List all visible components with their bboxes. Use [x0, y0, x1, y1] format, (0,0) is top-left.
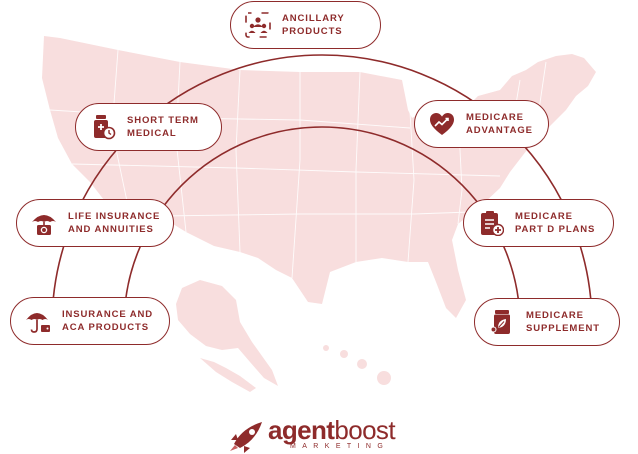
- heart-chart-icon: [429, 111, 455, 137]
- umbrella-money-icon: [31, 210, 57, 236]
- product-medicare-part-d[interactable]: MEDICARE PART D PLANS: [463, 199, 614, 247]
- logo-subtitle: MARKETING: [290, 443, 390, 450]
- product-medicare-advantage-line1: MEDICARE: [466, 111, 524, 123]
- product-medicare-part-d-line1: MEDICARE: [515, 210, 573, 222]
- people-network-icon: [245, 12, 271, 38]
- supplement-bottle-icon: [489, 309, 515, 335]
- medicine-bottle-clock-icon: [90, 114, 116, 140]
- product-medicare-part-d-line2: PART D PLANS: [515, 224, 596, 235]
- product-life-insurance-line2: AND ANNUITIES: [68, 224, 154, 235]
- prescription-clipboard-icon: [478, 210, 504, 236]
- logo-wordmark: agentboost: [268, 415, 396, 446]
- umbrella-wallet-icon: [25, 308, 51, 334]
- logo-brand-bold: agent: [268, 415, 335, 445]
- product-life-insurance-line1: LIFE INSURANCE: [68, 210, 161, 222]
- product-medicare-advantage-line2: ADVANTAGE: [466, 125, 533, 136]
- product-insurance-aca-line1: INSURANCE AND: [62, 308, 154, 320]
- product-short-term-medical-line1: SHORT TERM: [127, 114, 199, 126]
- rocket-icon: [230, 422, 262, 453]
- outer-arc: [51, 54, 593, 326]
- product-insurance-aca[interactable]: INSURANCE AND ACA PRODUCTS: [10, 297, 170, 345]
- product-medicare-supplement-line1: MEDICARE: [526, 309, 584, 321]
- product-medicare-supplement-line2: SUPPLEMENT: [526, 323, 600, 334]
- product-insurance-aca-line2: ACA PRODUCTS: [62, 322, 149, 333]
- product-medicare-supplement[interactable]: MEDICARE SUPPLEMENT: [474, 298, 620, 346]
- product-ancillary[interactable]: ANCILLARY PRODUCTS: [230, 1, 381, 49]
- product-short-term-medical[interactable]: SHORT TERM MEDICAL: [75, 103, 222, 151]
- product-ancillary-line2: PRODUCTS: [282, 26, 343, 37]
- product-ancillary-line1: ANCILLARY: [282, 12, 345, 24]
- agentboost-logo[interactable]: agentboost MARKETING: [228, 415, 408, 454]
- logo-brand-light: boost: [334, 415, 395, 445]
- product-short-term-medical-line2: MEDICAL: [127, 128, 177, 139]
- product-medicare-advantage[interactable]: MEDICARE ADVANTAGE: [414, 100, 549, 148]
- product-life-insurance[interactable]: LIFE INSURANCE AND ANNUITIES: [16, 199, 174, 247]
